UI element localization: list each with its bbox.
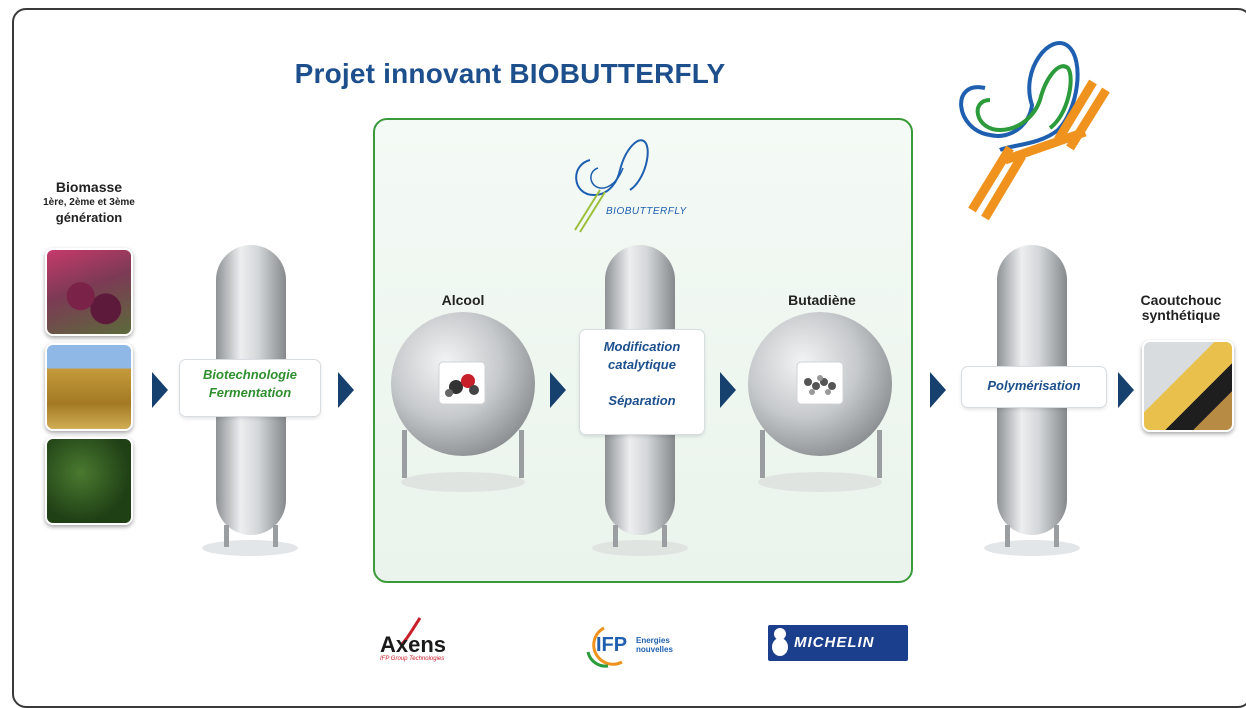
- flow-arrow: [338, 372, 354, 408]
- molecule-icon-butadiene: [804, 375, 836, 395]
- flow-arrow: [930, 372, 946, 408]
- product-label: Caoutchouc synthétique: [1140, 292, 1222, 323]
- flow-arrow: [720, 372, 736, 408]
- product-photo-rubber: [1142, 340, 1234, 432]
- ifp-logo: IFP Energies nouvelles: [582, 622, 692, 672]
- process-biotechnologie-fermentation: Biotechnologie Fermentation: [180, 360, 320, 416]
- michelin-logo: MICHELIN: [768, 625, 908, 661]
- flow-arrow: [550, 372, 566, 408]
- biobutterfly-small-logo-text: BIOBUTTERFLY: [606, 206, 687, 217]
- axens-swoosh-icon: [400, 617, 422, 646]
- biomass-photo-algae: [45, 437, 133, 525]
- sphere-vessel-butadiene: [748, 312, 892, 492]
- michelin-man-icon: [772, 628, 788, 656]
- molecule-icon-alcool: [445, 374, 479, 397]
- biomass-photo-straw: [45, 343, 133, 431]
- process-modification-separation: Modification catalytique Séparation: [580, 330, 704, 434]
- butadiene-label: Butadiène: [788, 292, 856, 308]
- axens-logo: Axens IFP Group Technologies: [378, 612, 488, 672]
- biomass-label: Biomasse 1ère, 2ème et 3ème génération: [43, 179, 135, 226]
- process-polymerisation: Polymérisation: [962, 367, 1106, 407]
- biomass-photo-beetroot: [45, 248, 133, 336]
- alcool-label: Alcool: [441, 292, 485, 308]
- flow-arrow: [1118, 372, 1134, 408]
- ifp-ring-icon: [586, 626, 623, 668]
- sphere-vessel-alcool: [391, 312, 535, 492]
- biobutterfly-small-logo-icon: [574, 139, 649, 233]
- flow-arrow: [152, 372, 168, 408]
- page-title: Projet innovant BIOBUTTERFLY: [294, 58, 726, 89]
- butterfly-logo-icon: [959, 41, 1110, 221]
